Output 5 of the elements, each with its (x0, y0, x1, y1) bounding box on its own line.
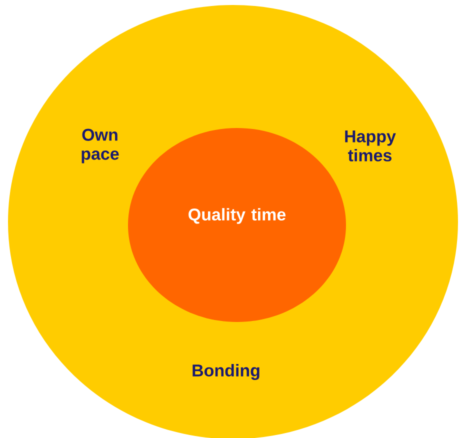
circle-label: Own pace (82, 128, 119, 164)
circle-label: Quality time (188, 208, 286, 224)
circle-label: Bonding (192, 364, 260, 380)
circle-label: Happy times (345, 130, 396, 162)
inner-circle (128, 128, 346, 322)
